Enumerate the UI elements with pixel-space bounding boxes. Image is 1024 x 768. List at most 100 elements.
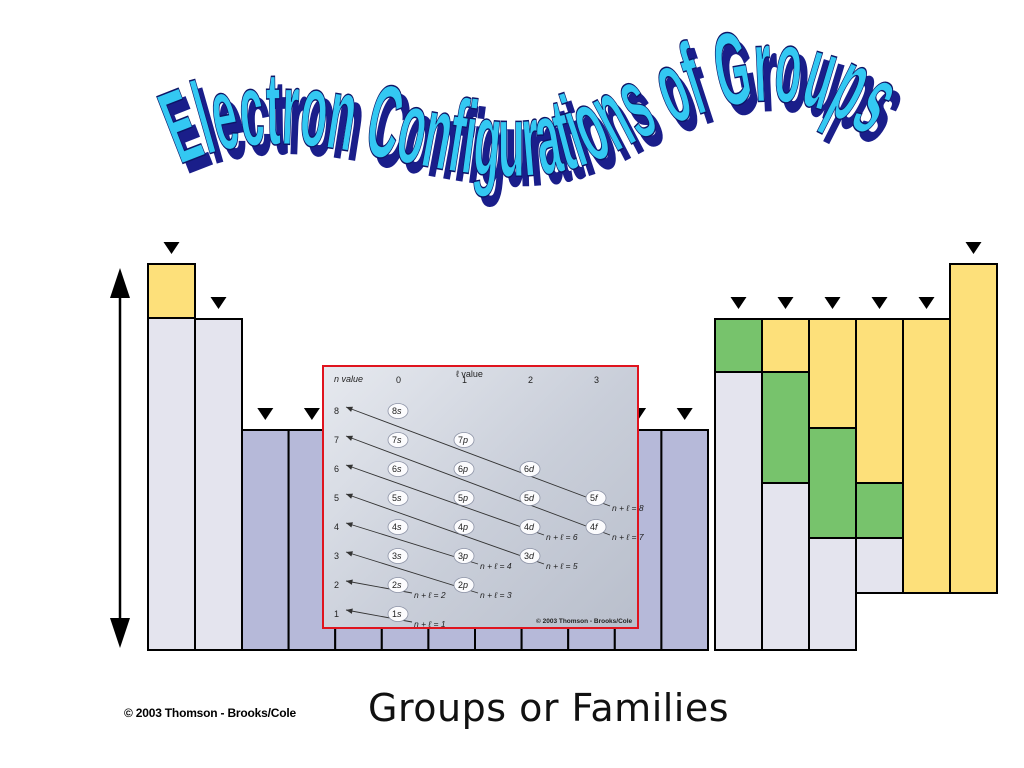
orbital-label: 5d — [524, 493, 535, 503]
table-column-segment — [855, 318, 904, 484]
orbital-bubble — [519, 519, 541, 535]
diagonal-arrow-line — [345, 493, 545, 565]
orbital-label: 2s — [392, 580, 402, 590]
table-column-segment — [147, 263, 196, 319]
diagonal-arrow-head — [346, 435, 353, 441]
diagonal-arrow-head — [346, 551, 353, 557]
orbital-bubble — [387, 577, 409, 593]
diagonal-arrow-line — [345, 435, 611, 536]
n-plus-l-label: n + ℓ = 1 — [414, 619, 446, 629]
group-marker-triangle — [918, 297, 935, 309]
n-plus-l-label: n + ℓ = 4 — [480, 561, 512, 571]
orbital-bubble — [453, 577, 475, 593]
diagonal-arrow-line — [345, 464, 545, 536]
orbital-label: 3d — [524, 551, 535, 561]
orbital-label: 4f — [590, 522, 599, 532]
group-marker-triangle — [730, 297, 747, 309]
n-value-tick: 6 — [334, 464, 339, 474]
orbital-label: 4d — [524, 522, 535, 532]
orbital-bubble — [585, 519, 607, 535]
n-value-tick: 5 — [334, 493, 339, 503]
n-plus-l-label: n + ℓ = 8 — [612, 503, 644, 513]
orbital-label: 3s — [392, 551, 402, 561]
n-value-tick: 2 — [334, 580, 339, 590]
l-value-tick: 3 — [594, 375, 599, 385]
table-column-segment — [808, 318, 857, 429]
orbital-label: 5f — [590, 493, 599, 503]
group-marker-triangle — [210, 297, 227, 309]
n-plus-l-label: n + ℓ = 2 — [414, 590, 446, 600]
orbital-label: 1s — [392, 609, 402, 619]
l-value-tick: 2 — [528, 375, 533, 385]
diagonal-arrow-head — [346, 608, 353, 614]
n-plus-l-label: n + ℓ = 3 — [480, 590, 512, 600]
l-value-tick: 0 — [396, 375, 401, 385]
orbital-label: 6p — [458, 464, 468, 474]
orbital-bubble — [453, 548, 475, 564]
table-column-segment — [855, 482, 904, 539]
orbital-bubble — [387, 490, 409, 506]
diagonal-arrow-head — [346, 522, 353, 528]
orbital-bubble — [453, 461, 475, 477]
period-arrow — [110, 268, 130, 648]
orbital-bubble — [519, 548, 541, 564]
orbital-bubble — [519, 461, 541, 477]
group-marker-triangle — [257, 408, 274, 420]
diagonal-arrow-line — [345, 406, 611, 507]
group-marker-triangle — [163, 242, 180, 254]
n-value-header: n value — [334, 374, 363, 384]
table-column-segment — [949, 263, 998, 594]
orbital-label: 6s — [392, 464, 402, 474]
orbital-label: 6d — [524, 464, 535, 474]
orbital-bubble — [387, 432, 409, 448]
n-plus-l-label: n + ℓ = 7 — [612, 532, 644, 542]
orbital-label: 3p — [458, 551, 468, 561]
orbital-bubble — [387, 461, 409, 477]
table-column-segment — [761, 482, 810, 651]
n-plus-l-label: n + ℓ = 5 — [546, 561, 578, 571]
diagonal-arrow-head — [346, 406, 353, 412]
copyright-text: © 2003 Thomson - Brooks/Cole — [124, 706, 296, 720]
table-column-segment — [761, 318, 810, 373]
group-marker-triangle — [871, 297, 888, 309]
table-column-segment — [147, 317, 196, 651]
n-value-tick: 1 — [334, 609, 339, 619]
orbital-label: 7s — [392, 435, 402, 445]
table-column-segment — [241, 429, 290, 651]
group-marker-triangle — [303, 408, 320, 420]
orbital-bubble — [453, 432, 475, 448]
table-column-segment — [714, 318, 763, 373]
table-column-segment — [194, 318, 243, 651]
diagonal-arrow-head — [346, 579, 353, 585]
orbital-bubble — [387, 606, 409, 622]
n-value-tick: 8 — [334, 406, 339, 416]
inset-copyright: © 2003 Thomson - Brooks/Cole — [536, 617, 633, 625]
orbital-label: 4p — [458, 522, 468, 532]
orbital-label: 8s — [392, 406, 402, 416]
l-value-tick: 1 — [462, 375, 467, 385]
orbital-bubble — [387, 403, 409, 419]
orbital-label: 2p — [458, 580, 468, 590]
orbital-bubble — [453, 490, 475, 506]
table-column-segment — [902, 318, 951, 594]
table-column-segment — [761, 371, 810, 484]
table-column-segment — [808, 537, 857, 651]
group-marker-triangle — [824, 297, 841, 309]
n-value-tick: 4 — [334, 522, 339, 532]
orbital-bubble — [519, 490, 541, 506]
groups-or-families-label: Groups or Families — [368, 686, 730, 730]
diagonal-arrow-head — [346, 493, 353, 499]
l-value-header: ℓ value — [456, 369, 483, 379]
n-value-tick: 3 — [334, 551, 339, 561]
table-column-segment — [714, 371, 763, 651]
orbital-bubble — [387, 548, 409, 564]
group-marker-triangle — [777, 297, 794, 309]
orbital-label: 5p — [458, 493, 468, 503]
orbital-bubble — [387, 519, 409, 535]
n-value-tick: 7 — [334, 435, 339, 445]
orbital-label: 4s — [392, 522, 402, 532]
group-marker-triangle — [965, 242, 982, 254]
orbital-label: 7p — [458, 435, 468, 445]
wordart-title: Electron Configurations of Groups Electr… — [0, 0, 1024, 265]
